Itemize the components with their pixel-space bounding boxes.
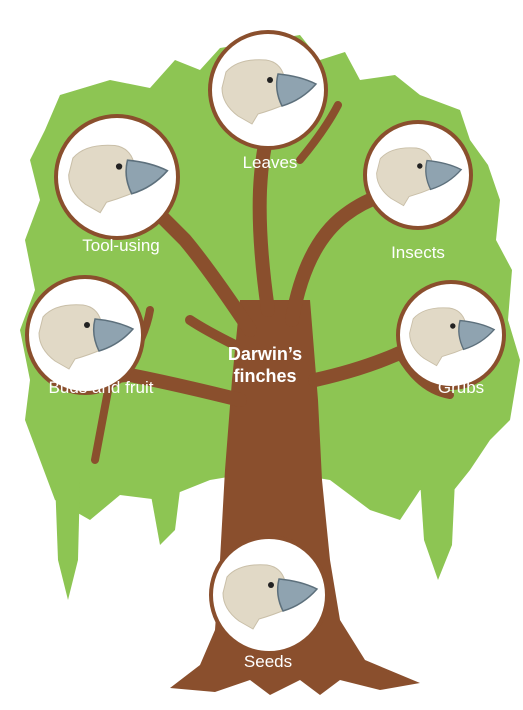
label-seeds: Seeds (244, 652, 292, 672)
label-leaves: Leaves (243, 153, 298, 173)
finch-circle-leaves (210, 32, 326, 148)
finch-circle-seeds (211, 537, 327, 653)
finch-circle-buds-and-fruit (27, 277, 143, 393)
foliage-drip-mid-left (150, 490, 180, 545)
label-insects: Insects (391, 243, 445, 263)
label-grubs: Grubs (438, 378, 484, 398)
finch-eye (450, 323, 455, 328)
finch-eye (116, 163, 122, 169)
title-line-1: Darwin’s (228, 343, 302, 365)
foliage-drip-left (55, 480, 80, 600)
foliage-drip-right (420, 480, 455, 580)
finch-circle-grubs (398, 282, 504, 388)
finch-eye (417, 163, 422, 168)
finch-circle-tool-using (56, 116, 178, 238)
diagram-title: Darwin’s finches (228, 343, 302, 387)
finch-eye (267, 77, 273, 83)
label-tool-using: Tool-using (82, 236, 160, 256)
finch-eye (84, 322, 90, 328)
finch-eye (268, 582, 274, 588)
label-buds-and-fruit: Buds and fruit (49, 378, 154, 398)
title-line-2: finches (228, 365, 302, 387)
finch-circle-insects (365, 122, 471, 228)
